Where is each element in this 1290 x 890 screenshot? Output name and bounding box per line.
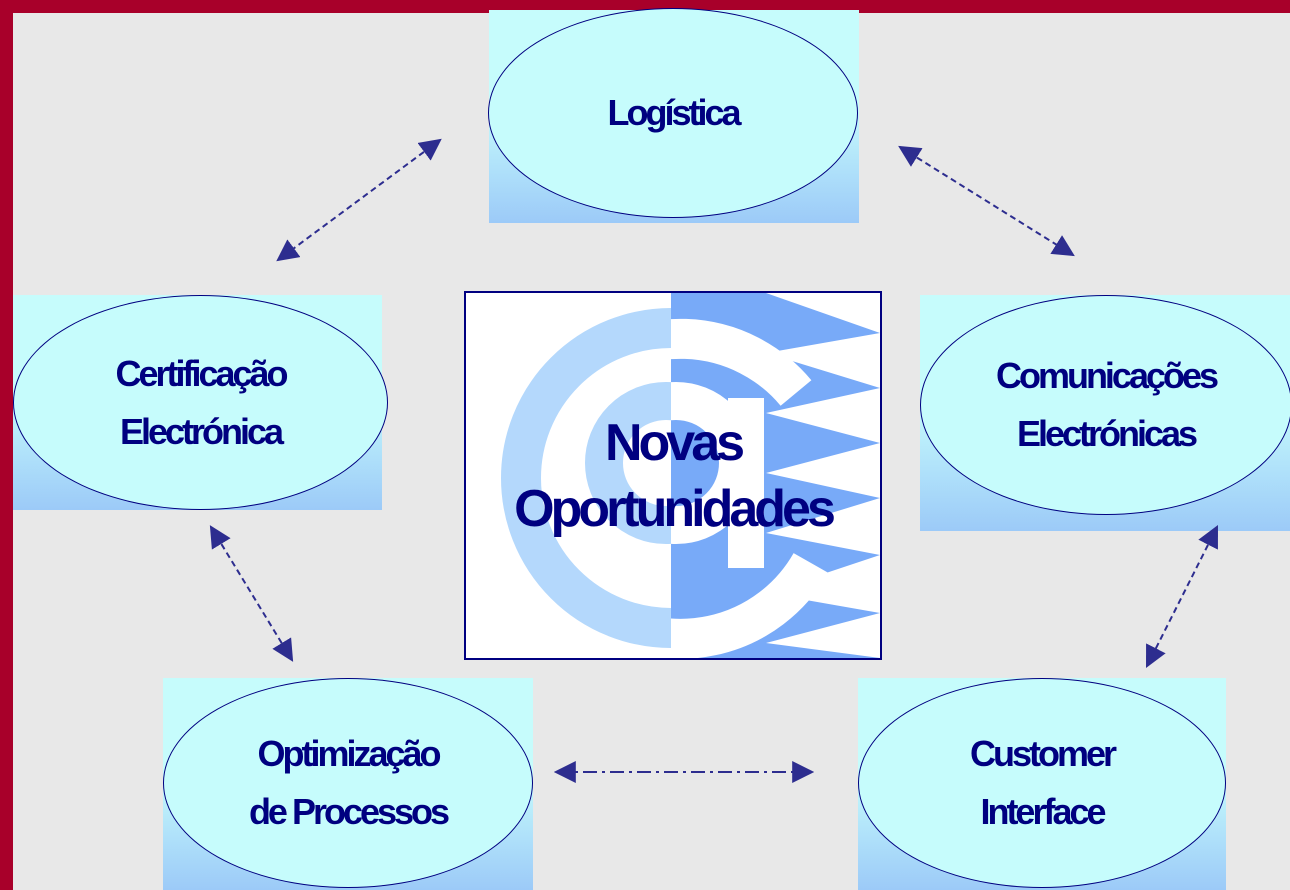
- arrow-certificacao-optimizacao: [209, 525, 294, 662]
- center-title-line2: Oportunidades: [514, 479, 836, 538]
- node-certificacao-ellipse: Certificação Electrónica: [13, 295, 388, 510]
- node-optimizacao-label-line1: Optimização: [257, 733, 441, 774]
- node-customer: Customer Interface: [858, 678, 1226, 890]
- arrow-logistica-comunicacoes: [898, 145, 1075, 257]
- node-logistica: Logística: [488, 8, 859, 223]
- center-box: Novas Oportunidades: [464, 291, 882, 660]
- node-logistica-label: Logística: [607, 92, 741, 133]
- node-comunicacoes-label-line2: Electrónicas: [1016, 413, 1198, 454]
- node-comunicacoes: Comunicações Electrónicas: [920, 295, 1290, 531]
- node-customer-label-line1: Customer: [969, 733, 1117, 774]
- node-customer-label-line2: Interface: [980, 791, 1106, 832]
- node-optimizacao-ellipse: Optimização de Processos: [163, 678, 533, 888]
- node-optimizacao-label-line2: de Processos: [248, 791, 450, 832]
- center-title: Novas Oportunidades: [466, 293, 880, 658]
- node-comunicacoes-label-line1: Comunicações: [995, 355, 1219, 396]
- node-logistica-ellipse: Logística: [488, 8, 858, 218]
- center-title-line1: Novas: [604, 413, 745, 472]
- node-certificacao-label-line2: Electrónica: [119, 410, 284, 452]
- arrow-logistica-certificacao: [276, 138, 442, 262]
- node-customer-ellipse: Customer Interface: [858, 678, 1226, 888]
- arrow-comunicacoes-customer: [1146, 525, 1218, 668]
- node-certificacao: Certificação Electrónica: [13, 295, 388, 510]
- node-optimizacao: Optimização de Processos: [163, 678, 533, 890]
- at-sign-icon: [501, 293, 880, 658]
- node-comunicacoes-ellipse: Comunicações Electrónicas: [920, 295, 1290, 515]
- node-certificacao-label-line1: Certificação: [115, 352, 288, 394]
